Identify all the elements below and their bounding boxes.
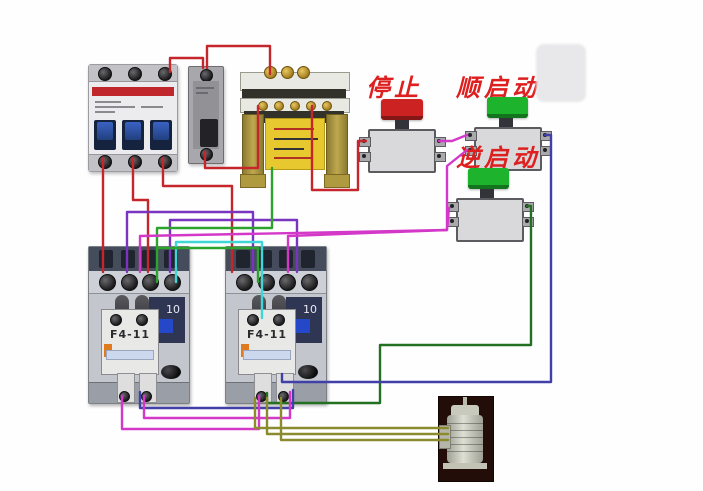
terminal-screw xyxy=(278,391,289,402)
button-terminal xyxy=(447,202,459,212)
breaker-toggle[interactable] xyxy=(200,119,218,147)
terminal-screw xyxy=(98,67,112,81)
brass-terminal xyxy=(297,66,310,79)
reverse-button-cap[interactable] xyxy=(468,168,509,189)
brass-terminal xyxy=(306,101,316,111)
main-breaker xyxy=(88,64,178,172)
control-transformer xyxy=(240,66,350,188)
brass-terminal xyxy=(264,66,277,79)
button-terminal xyxy=(522,202,534,212)
button-neck xyxy=(395,120,409,129)
motor-body xyxy=(447,415,483,463)
button-terminal xyxy=(434,137,446,147)
terminal-screw xyxy=(110,314,122,326)
transformer-core xyxy=(242,89,346,98)
breaker-marking xyxy=(95,101,121,103)
contactor-top xyxy=(89,247,189,271)
terminal-screw xyxy=(119,391,130,402)
motor-terminal-box xyxy=(439,425,451,449)
breaker-red-stripe xyxy=(92,87,174,96)
button-body xyxy=(368,129,436,173)
terminal-screw xyxy=(142,274,159,291)
aux-contact-block: F4-11 xyxy=(101,309,159,375)
stop-button-cap[interactable] xyxy=(381,99,423,120)
forward-button-cap[interactable] xyxy=(487,97,528,118)
transformer-bracket xyxy=(326,114,348,176)
breaker-toggle[interactable] xyxy=(97,122,113,140)
stop-label: 停止 xyxy=(366,74,422,102)
terminal-screw xyxy=(200,148,213,161)
toggle-slot xyxy=(150,120,172,150)
terminal-screw xyxy=(128,155,142,169)
motor-base xyxy=(443,463,487,469)
terminal-screw xyxy=(141,391,152,402)
terminal-screw xyxy=(128,67,142,81)
transformer-label xyxy=(265,118,325,170)
brass-terminal xyxy=(281,66,294,79)
contactor-code: 10 xyxy=(303,303,317,316)
toggle-slot xyxy=(94,120,116,150)
terminal-screw xyxy=(136,314,148,326)
terminal-screw xyxy=(273,314,285,326)
aux-breaker-face xyxy=(193,81,219,149)
button-body xyxy=(456,198,524,242)
mounting-screw xyxy=(161,365,181,379)
terminal-screw xyxy=(158,67,172,81)
aux-model-label: F4-11 xyxy=(109,328,151,341)
contactor-top xyxy=(226,247,326,271)
terminal-screw xyxy=(99,274,116,291)
button-neck xyxy=(499,118,513,127)
terminal-screw xyxy=(121,274,138,291)
button-terminal xyxy=(447,217,459,227)
button-terminal xyxy=(434,152,446,162)
brass-terminal xyxy=(258,101,268,111)
terminal-screw xyxy=(98,155,112,169)
breaker-toggle[interactable] xyxy=(153,122,169,140)
terminal-screw xyxy=(236,274,253,291)
transformer-foot xyxy=(240,174,266,188)
brass-terminal xyxy=(274,101,284,111)
transformer-bracket xyxy=(242,114,264,176)
breaker-marking xyxy=(95,111,115,113)
transformer-foot xyxy=(324,174,350,188)
motor-end-cap xyxy=(451,405,479,415)
watermark-blur xyxy=(536,44,586,102)
contactor-forward: 10 F4-11 xyxy=(88,246,190,404)
terminal-screw xyxy=(258,274,275,291)
aux-breaker xyxy=(188,66,224,164)
terminal-screw xyxy=(301,274,318,291)
breaker-marking xyxy=(95,106,135,108)
terminal-screw xyxy=(158,155,172,169)
aux-model-label: F4-11 xyxy=(246,328,288,341)
wire-motor-w xyxy=(279,396,450,442)
mounting-screw xyxy=(298,365,318,379)
button-terminal xyxy=(359,152,371,162)
terminal-screw xyxy=(256,391,267,402)
stop-button[interactable] xyxy=(356,95,446,177)
terminal-screw xyxy=(279,274,296,291)
reverse-start-button[interactable] xyxy=(444,164,534,246)
toggle-slot xyxy=(122,120,144,150)
aux-label-strip xyxy=(106,350,154,360)
button-neck xyxy=(480,189,494,198)
aux-label-strip xyxy=(243,350,291,360)
breaker-marking xyxy=(141,106,163,108)
brass-terminal xyxy=(290,101,300,111)
contactor-reverse: 10 F4-11 xyxy=(225,246,327,404)
contactor-blue-mark xyxy=(155,319,173,333)
breaker-toggle[interactable] xyxy=(125,122,141,140)
terminal-screw xyxy=(164,274,181,291)
motor xyxy=(438,396,494,482)
brass-terminal xyxy=(322,101,332,111)
button-terminal xyxy=(359,137,371,147)
button-terminal xyxy=(522,217,534,227)
contactor-code: 10 xyxy=(166,303,180,316)
aux-contact-block: F4-11 xyxy=(238,309,296,375)
terminal-screw xyxy=(247,314,259,326)
